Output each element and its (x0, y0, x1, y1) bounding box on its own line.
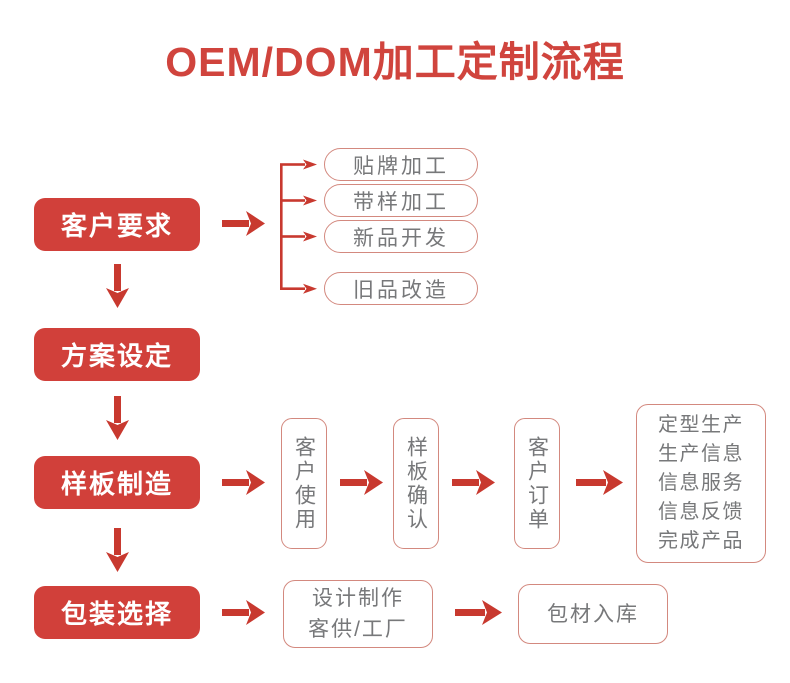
production-line: 信息反馈 (658, 501, 744, 523)
branch-pill-label: 新品开发 (353, 226, 449, 250)
production-line: 定型生产 (658, 414, 744, 436)
arrow-down-icon (106, 264, 129, 308)
sample-flow-label: 客户订单 (525, 435, 549, 532)
branch-pill-label: 旧品改造 (353, 278, 449, 302)
arrow-right-icon (340, 470, 383, 495)
sample-flow-box-customer-use[interactable]: 客户使用 (281, 418, 327, 549)
stage-box-sample-manufacture[interactable]: 样板制造 (34, 456, 200, 509)
arrow-right-icon (452, 470, 495, 495)
stage-label: 样板制造 (60, 469, 173, 499)
branch-pill-sample-processing[interactable]: 带样加工 (324, 184, 478, 217)
arrow-down-icon (106, 528, 129, 572)
stage-label: 方案设定 (60, 341, 173, 371)
stage-label: 客户要求 (60, 211, 173, 241)
stage-label: 包装选择 (60, 599, 173, 629)
arrow-down-icon (106, 396, 129, 440)
branch-bracket-icon (280, 159, 317, 294)
branch-pill-label: 带样加工 (353, 190, 449, 214)
production-detail-box[interactable]: 定型生产 生产信息 信息服务 信息反馈 完成产品 (636, 404, 766, 563)
branch-pill-label: 贴牌加工 (353, 154, 449, 178)
production-line: 信息服务 (658, 472, 744, 494)
arrow-right-icon (222, 470, 265, 495)
page-title: OEM/DOM加工定制流程 (165, 39, 625, 85)
production-line: 完成产品 (658, 530, 744, 552)
arrow-right-icon (576, 470, 623, 495)
packaging-storage-label: 包材入库 (547, 602, 639, 626)
arrow-right-icon (455, 600, 502, 625)
packaging-design-box[interactable]: 设计制作 客供/工厂 (283, 580, 433, 648)
stage-box-scheme-setting[interactable]: 方案设定 (34, 328, 200, 381)
sample-flow-box-customer-order[interactable]: 客户订单 (514, 418, 560, 549)
packaging-design-line-1: 设计制作 (312, 587, 404, 610)
branch-pill-product-remake[interactable]: 旧品改造 (324, 272, 478, 305)
production-line: 生产信息 (658, 443, 744, 465)
packaging-design-line-2: 客供/工厂 (308, 618, 408, 641)
sample-flow-box-sample-confirm[interactable]: 样板确认 (393, 418, 439, 549)
sample-flow-label: 样板确认 (404, 435, 428, 532)
packaging-storage-box[interactable]: 包材入库 (518, 584, 668, 644)
branch-pill-oem[interactable]: 贴牌加工 (324, 148, 478, 181)
sample-flow-label: 客户使用 (292, 435, 316, 532)
arrow-right-icon (222, 211, 265, 236)
branch-pill-new-product[interactable]: 新品开发 (324, 220, 478, 253)
stage-box-packaging-selection[interactable]: 包装选择 (34, 586, 200, 639)
stage-box-customer-requirement[interactable]: 客户要求 (34, 198, 200, 251)
arrow-right-icon (222, 600, 265, 625)
